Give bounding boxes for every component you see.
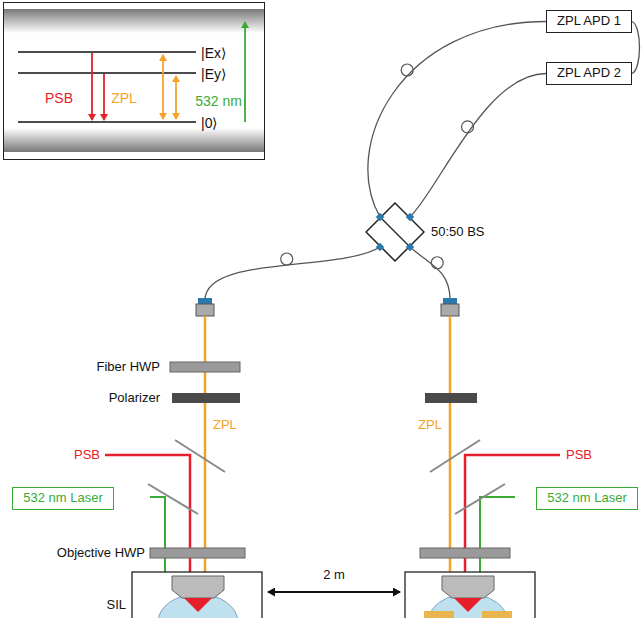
beam-splitter-cube <box>365 202 425 262</box>
part-label: Polarizer <box>109 391 160 406</box>
box-text: 532 nm Laser <box>23 491 103 506</box>
drawing-part <box>175 76 177 119</box>
drawing-part <box>366 203 424 261</box>
state-label: |0⟩ <box>201 115 217 131</box>
energy-level-inset: |Ex⟩ |Ey⟩ |0⟩ PSB ZPL 532 nm <box>3 2 265 160</box>
drawing-part <box>420 548 510 558</box>
drawing-part <box>4 128 264 152</box>
drawing-part <box>196 304 214 316</box>
drawing-part <box>170 362 240 372</box>
drawing-part <box>454 598 482 612</box>
fiber-connector <box>368 22 546 218</box>
drawing-part <box>105 455 190 578</box>
drawing-part <box>441 304 459 316</box>
drawing-part <box>91 53 93 120</box>
drawing-part <box>148 484 198 514</box>
fibers <box>205 247 450 300</box>
drawing-part <box>198 298 212 304</box>
drawing-part <box>465 455 560 578</box>
detector-box: ZPL APD 2 <box>546 62 632 85</box>
fiber-couplers <box>196 298 459 316</box>
drawing-part <box>425 393 477 403</box>
part-label: 2 m <box>323 568 345 583</box>
detector-link <box>632 22 640 74</box>
drawing-part <box>443 298 457 304</box>
drawing-part <box>150 548 245 558</box>
drawing-part <box>18 121 196 123</box>
transition-label: PSB <box>45 90 73 106</box>
distance-arrow <box>268 591 400 593</box>
drawing-part <box>175 440 225 472</box>
box-text: ZPL APD 1 <box>557 14 621 29</box>
drawing-part <box>480 497 515 578</box>
drawing-part <box>482 611 512 618</box>
drawing-part <box>424 611 454 618</box>
beam-splitter: 50:50 BS <box>365 202 425 262</box>
drawing-part <box>205 247 380 300</box>
drawing-part <box>449 316 452 578</box>
state-label: |Ey⟩ <box>201 66 226 82</box>
drawing-part <box>172 576 224 598</box>
right-optics <box>405 316 560 618</box>
detector-box: ZPL APD 1 <box>546 10 632 33</box>
part-label: Fiber HWP <box>96 360 160 375</box>
transition-label: ZPL <box>111 90 137 106</box>
drawing-part <box>406 213 414 221</box>
part-label: Objective HWP <box>57 546 145 561</box>
fiber-loop <box>401 64 413 76</box>
drawing-part <box>162 55 164 119</box>
fiber-loop <box>462 121 474 133</box>
laser-box: 532 nm Laser <box>536 487 638 510</box>
fiber-connector <box>410 74 546 218</box>
fiber-loop <box>281 253 293 265</box>
box-text: 532 nm Laser <box>547 491 627 506</box>
drawing-part <box>410 247 450 300</box>
drawing-part <box>430 440 480 472</box>
part-label: SIL <box>106 598 126 613</box>
fiber-loop <box>431 257 443 269</box>
drawing-part <box>406 243 414 251</box>
drawing-part <box>103 74 105 120</box>
drawing-part <box>442 576 494 598</box>
drawing-part <box>376 213 384 221</box>
drawing-part <box>4 9 264 33</box>
box-text: ZPL APD 2 <box>557 66 621 81</box>
drawing-part <box>18 72 196 74</box>
drawing-part <box>172 393 240 403</box>
energy-level-inset <box>4 9 264 152</box>
transition-label: 532 nm <box>195 93 242 109</box>
drawing-part <box>18 51 196 53</box>
drawing-part <box>184 598 212 612</box>
state-label: |Ex⟩ <box>201 45 226 61</box>
drawing-part <box>455 484 505 514</box>
drawing-part <box>376 243 384 251</box>
part-label: ZPL <box>213 418 237 433</box>
drawing-part <box>150 497 165 578</box>
drawing-part <box>204 316 207 578</box>
part-label: PSB <box>74 448 100 463</box>
laser-box: 532 nm Laser <box>12 487 114 510</box>
part-label: PSB <box>566 448 592 463</box>
drawing-part <box>244 22 246 122</box>
drawing-part <box>381 218 409 246</box>
part-label: ZPL <box>418 418 442 433</box>
component-label: 50:50 BS <box>431 225 485 240</box>
